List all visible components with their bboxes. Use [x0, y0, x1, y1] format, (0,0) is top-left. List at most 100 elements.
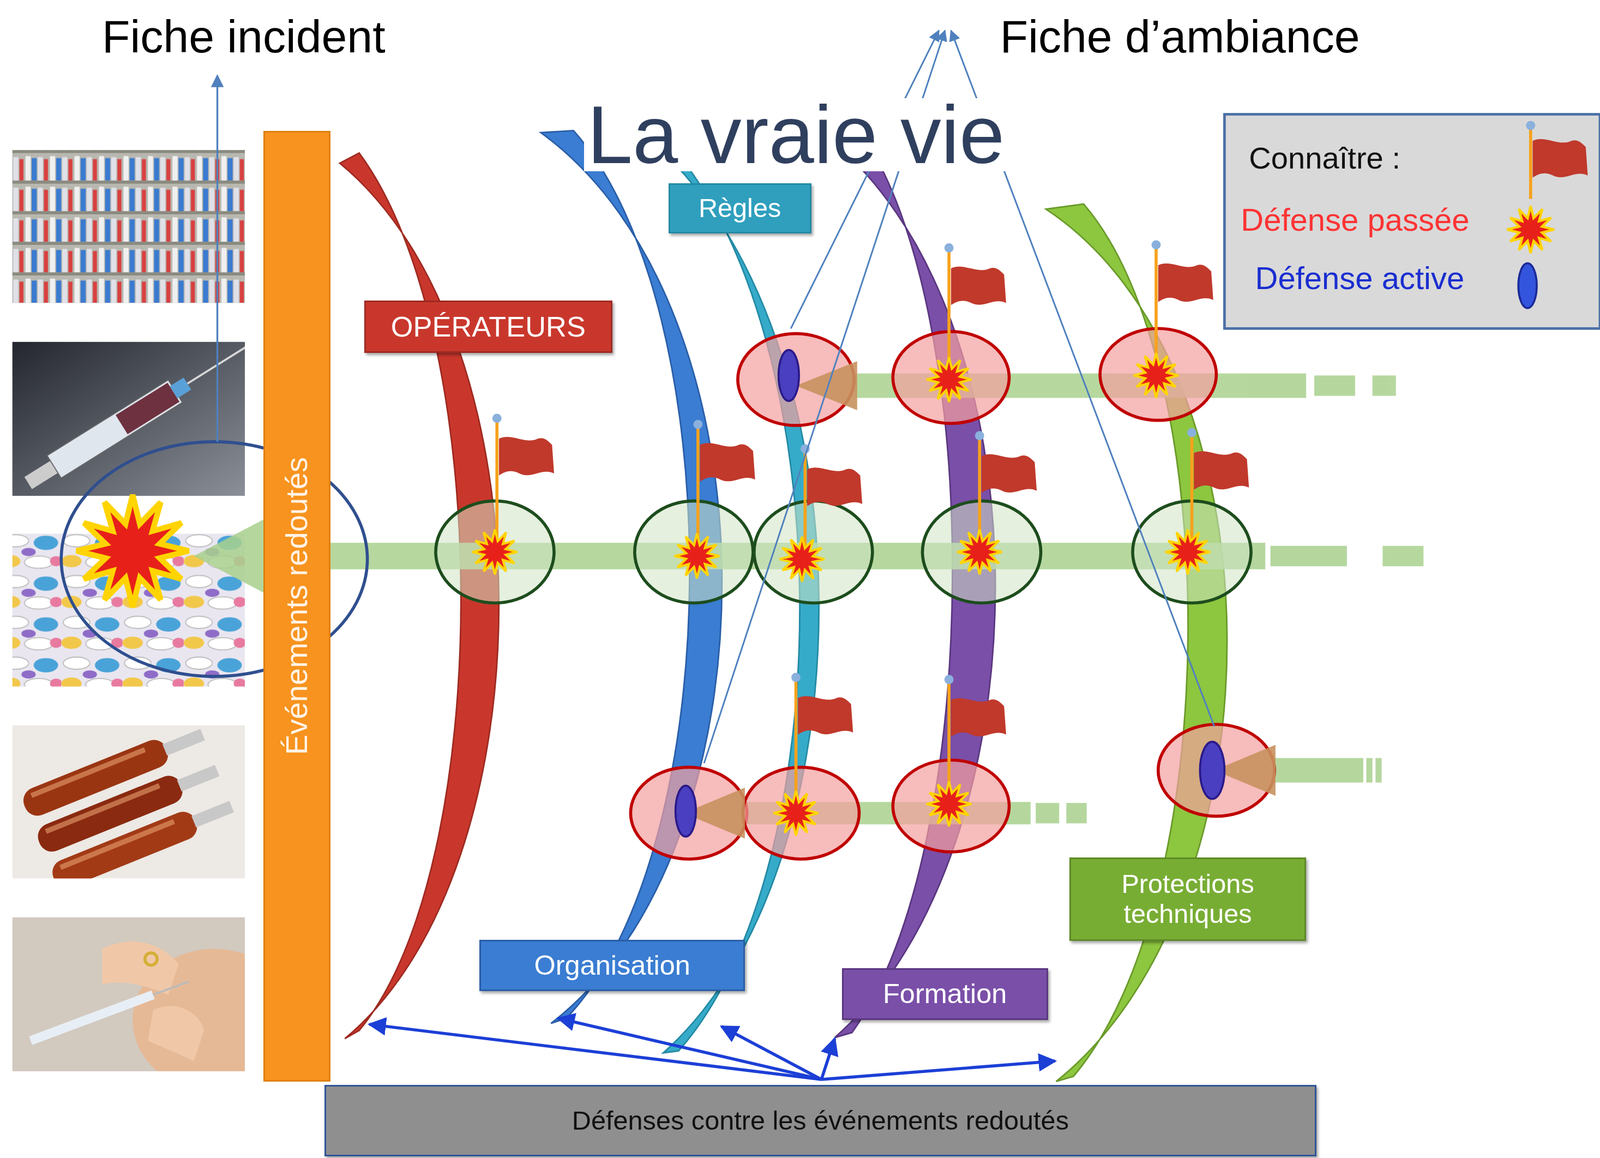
layer-label: Organisation	[479, 939, 745, 991]
passed-defense-rings-part	[922, 500, 1042, 603]
threat-arrows-part	[1273, 758, 1364, 783]
photo-ampoules-part	[19, 725, 238, 879]
flag-markers	[492, 121, 1589, 814]
node-text: Organisation	[533, 949, 690, 982]
flag-markers-part-part	[1529, 125, 1533, 200]
bar-text: Événements redoutés	[280, 450, 315, 762]
legend-panel-part	[1525, 121, 1536, 131]
flag-markers-part	[807, 467, 863, 507]
photo-injection-part	[101, 941, 179, 995]
legend-panel	[1224, 113, 1600, 329]
photo-syringe-part	[11, 341, 245, 496]
stopped-path-rings-part	[892, 760, 1009, 852]
flag-markers-part	[981, 454, 1037, 493]
layer-label: Formation	[841, 967, 1049, 1020]
photo-shelves-part	[11, 149, 245, 304]
flag-markers-part	[700, 442, 756, 482]
annotation-label: Fiche d’ambiance	[1000, 10, 1361, 64]
diagram-title: La vraie vie	[584, 98, 1008, 172]
photo-ampoules-part-part	[30, 747, 147, 798]
node-text: Formation	[882, 977, 1007, 1010]
flag-markers-part-part	[1151, 239, 1162, 250]
stopped-path-rings-part	[742, 767, 859, 859]
flag-markers-part-part	[696, 424, 700, 552]
active-defenses-part	[675, 785, 696, 837]
stopped-arrowheads	[683, 361, 1276, 839]
threat-arrows-part	[1366, 758, 1373, 783]
breach-stars	[76, 352, 1211, 836]
photo-ampoules	[11, 725, 245, 879]
flag-markers-part	[492, 121, 1536, 685]
photo-injection-part	[145, 952, 158, 965]
defense-pointers-part	[721, 1026, 822, 1080]
flag-markers-part-part	[492, 413, 502, 423]
photo-syringe-part-part	[115, 382, 180, 435]
breach-stars-part	[472, 529, 517, 575]
flag-markers-part-part	[1187, 428, 1197, 438]
defense-pointers	[369, 1018, 1055, 1080]
photo-syringe-part-part	[187, 341, 245, 384]
layer-label: OPÉRATEURS	[364, 300, 613, 353]
threat-arrows-part	[1314, 375, 1356, 396]
node-text: OPÉRATEURS	[391, 310, 586, 344]
flag-markers-part	[1193, 450, 1249, 490]
threat-arrows-part	[1035, 802, 1060, 823]
threat-arrows-part	[1375, 758, 1382, 783]
photo-syringe-part	[21, 341, 245, 495]
active-defenses	[675, 350, 1225, 837]
breach-stars-part	[1165, 529, 1211, 575]
breach-stars-part	[957, 529, 1002, 575]
incident-callout-part	[216, 75, 219, 442]
node-text: Règles	[698, 193, 781, 224]
threat-arrows-part	[1270, 545, 1347, 567]
stopped-path-rings-part	[630, 767, 747, 859]
threat-arrows-part	[1066, 802, 1087, 823]
photo-shelves	[11, 149, 245, 304]
flag-markers-part	[951, 698, 1007, 737]
defense-pointers-part	[821, 1060, 1055, 1080]
node-text: Défenses contre les événements redoutés	[572, 1105, 1069, 1136]
breach-stars-part	[773, 790, 818, 836]
photo-syringe-part-part	[169, 377, 191, 399]
breach-stars-part	[1133, 352, 1179, 398]
breach-stars-part	[779, 536, 825, 582]
passed-defense-rings-part	[435, 500, 555, 603]
stopped-path-rings	[630, 328, 1275, 859]
flag-markers-part	[1532, 139, 1589, 178]
threat-arrows-part	[1382, 545, 1424, 567]
layer-label: Protections techniques	[1069, 857, 1307, 941]
photo-syringe-part-part	[46, 379, 183, 478]
legend-text: Défense active	[1255, 260, 1465, 297]
defense-pointers-part	[821, 1038, 835, 1080]
photo-ampoules-part-part	[59, 819, 176, 870]
annotation-label: Fiche incident	[101, 10, 386, 64]
photo-ampoules-part-part	[48, 807, 202, 879]
active-defenses-part	[778, 350, 799, 402]
threat-arrows	[194, 373, 1424, 825]
legend-text: Défense passée	[1240, 201, 1470, 239]
event-bar: Événements redoutés	[263, 130, 331, 1082]
breach-stars-part	[926, 781, 972, 827]
flag-markers-part-part	[693, 419, 703, 430]
passed-defense-rings-part	[634, 500, 754, 603]
breach-stars-part	[926, 357, 972, 402]
layer-label: Règles	[668, 183, 812, 234]
photo-injection-part	[147, 1005, 204, 1061]
legend-panel-part	[1529, 125, 1533, 200]
flag-markers-part	[498, 436, 555, 476]
photo-ampoules-part-part	[44, 783, 161, 834]
passed-defense-rings-part	[754, 500, 873, 603]
stopped-path-rings-part	[892, 331, 1009, 424]
stopped-path-rings-part	[1099, 328, 1217, 420]
defense-pointers-part	[369, 1024, 822, 1080]
photo-injection-part	[153, 981, 189, 995]
flag-markers-part	[797, 695, 853, 735]
flag-markers-part-part	[791, 672, 801, 683]
flag-markers-part-part	[1525, 121, 1536, 131]
flag-markers-part-part	[944, 674, 954, 684]
flag-markers-part	[951, 266, 1007, 306]
legend-panel-part	[1507, 206, 1555, 254]
photo-ampoules-part-part	[177, 764, 220, 792]
flag-markers-part	[496, 125, 1531, 814]
